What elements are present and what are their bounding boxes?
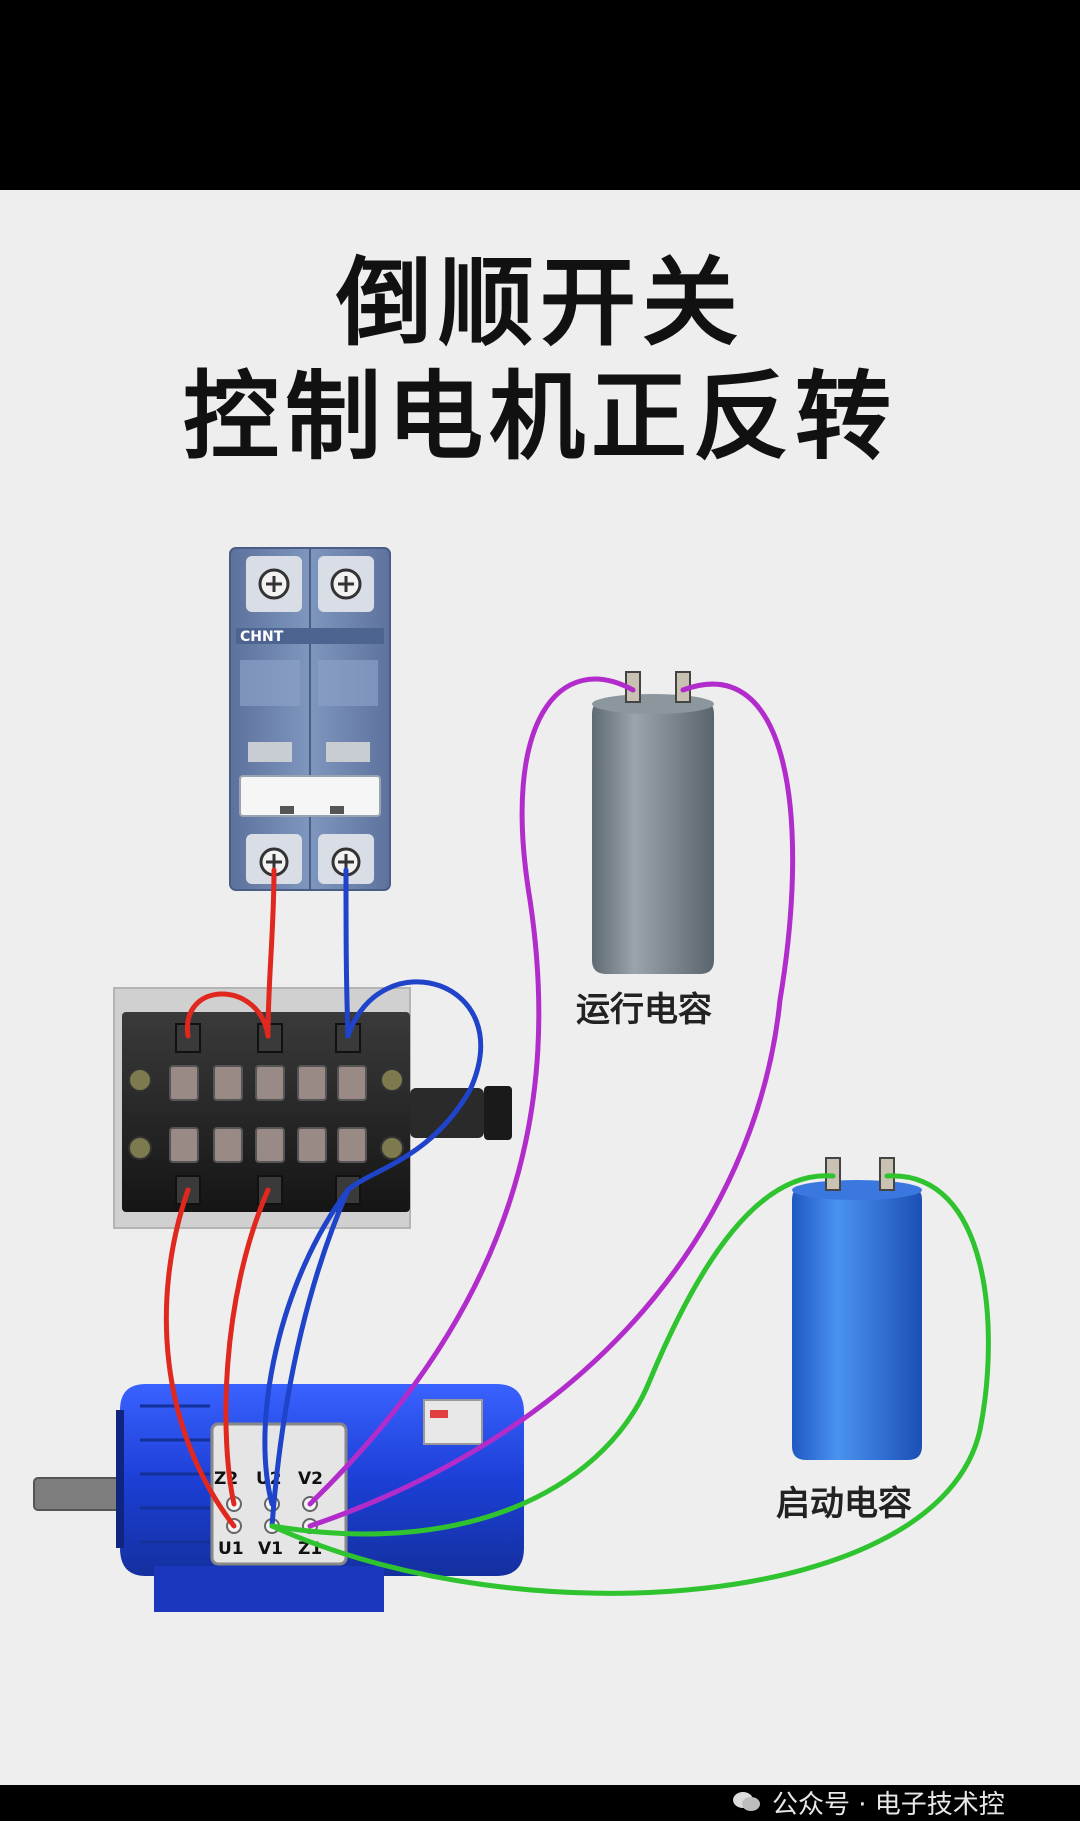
wires [163,676,991,1596]
start-capacitor-label: 启动电容 [776,1484,912,1524]
wire-purple-left [307,676,636,1507]
wire-red-breaker [265,867,277,1039]
wire-purple-right [307,681,796,1529]
footer-watermark: 公众号 · 电子技术控 [732,1788,1005,1820]
page-title-line1: 倒顺开关 [336,247,744,359]
terminal-label-v1: V1 [258,1539,283,1559]
motor-shaft [33,1477,121,1511]
run-capacitor-label: 运行电容 [576,990,712,1030]
wire-green-left [269,1173,836,1537]
wire-blue-loop [345,979,484,1193]
page-title-line2: 控制电机正反转 [183,361,897,473]
reversing-switch [113,987,512,1229]
wire-red-u1 [163,1187,237,1529]
wire-red-z2 [223,1187,271,1507]
wire-blue-u2 [262,1187,351,1507]
wire-green-right [269,1173,991,1596]
wire-red-loop [185,991,271,1039]
wire-blue-breaker [343,867,351,1039]
terminal-label-v2: V2 [298,1469,323,1489]
wechat-icon [733,1792,760,1811]
footer-text: 公众号 · 电子技术控 [772,1789,1005,1820]
switch-knob-shaft [410,1088,484,1138]
motor-nameplate [423,1399,483,1445]
breaker-toggle-lever [239,775,381,817]
run-capacitor [592,671,714,974]
circuit-breaker: CHNT [229,547,391,891]
terminal-label-z2: Z2 [214,1469,238,1489]
footer-band [0,1785,1080,1817]
terminal-label-u1: U1 [218,1539,244,1559]
start-capacitor [792,1157,922,1460]
breaker-brand: CHNT [240,629,284,645]
wire-blue-v1 [269,1187,351,1529]
